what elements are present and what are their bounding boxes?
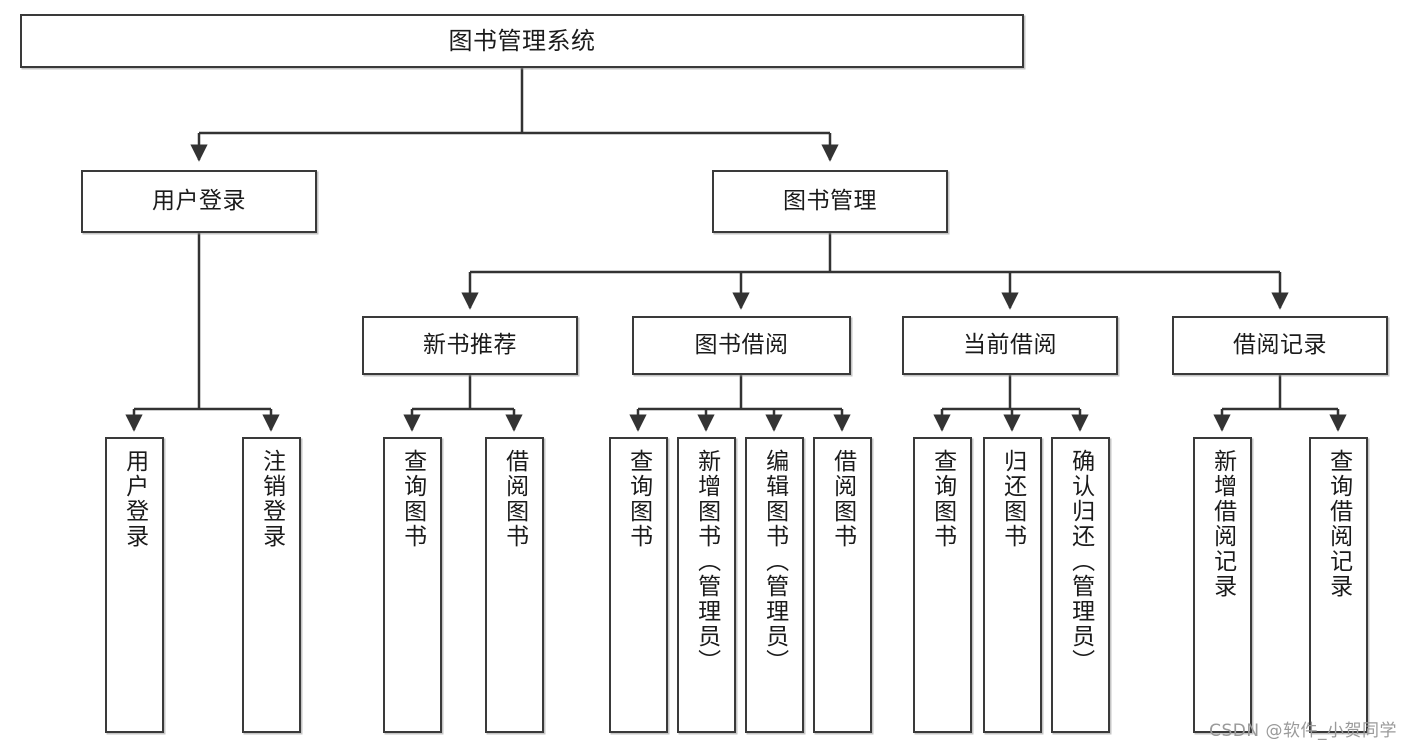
csdn-watermark: CSDN @软件_小贺同学: [1209, 721, 1397, 741]
leaf-new-book-borrow[interactable]: 借阅图书: [485, 437, 544, 733]
node-book-management[interactable]: 图书管理: [712, 170, 948, 233]
node-label: 确认归还（管理员）: [1067, 449, 1094, 674]
node-label: 图书管理系统: [448, 26, 596, 55]
leaf-user-login-signout[interactable]: 注销登录: [242, 437, 301, 733]
leaf-book-borrow-lend[interactable]: 借阅图书: [813, 437, 872, 733]
leaf-current-borrow-query[interactable]: 查询图书: [913, 437, 972, 733]
node-label: 查询借阅记录: [1325, 449, 1352, 599]
node-label: 归还图书: [999, 449, 1026, 549]
leaf-current-borrow-confirm[interactable]: 确认归还（管理员）: [1051, 437, 1110, 733]
leaf-borrow-record-query[interactable]: 查询借阅记录: [1309, 437, 1368, 733]
node-label: 借阅记录: [1233, 331, 1327, 358]
node-root-system[interactable]: 图书管理系统: [20, 14, 1024, 68]
leaf-user-login-signin[interactable]: 用户登录: [105, 437, 164, 733]
node-user-login[interactable]: 用户登录: [81, 170, 317, 233]
leaf-new-book-query[interactable]: 查询图书: [383, 437, 442, 733]
node-label: 新书推荐: [423, 331, 517, 358]
leaf-borrow-record-add[interactable]: 新增借阅记录: [1193, 437, 1252, 733]
node-label: 用户登录: [152, 187, 246, 214]
node-label: 新增借阅记录: [1209, 449, 1236, 599]
node-label: 注销登录: [258, 449, 285, 549]
leaf-book-borrow-query[interactable]: 查询图书: [609, 437, 668, 733]
node-label: 借阅图书: [501, 449, 528, 549]
node-label: 新增图书（管理员）: [693, 449, 720, 674]
leaf-book-borrow-add[interactable]: 新增图书（管理员）: [677, 437, 736, 733]
node-label: 查询图书: [399, 449, 426, 549]
node-label: 当前借阅: [963, 331, 1057, 358]
node-label: 图书借阅: [694, 331, 789, 358]
node-label: 查询图书: [625, 449, 652, 549]
node-current-borrow[interactable]: 当前借阅: [902, 316, 1118, 375]
leaf-current-borrow-return[interactable]: 归还图书: [983, 437, 1042, 733]
node-label: 图书管理: [783, 187, 877, 214]
node-label: 编辑图书（管理员）: [761, 449, 788, 674]
node-label: 查询图书: [929, 449, 956, 549]
leaf-book-borrow-edit[interactable]: 编辑图书（管理员）: [745, 437, 804, 733]
node-borrow-record[interactable]: 借阅记录: [1172, 316, 1388, 375]
node-new-book-recommend[interactable]: 新书推荐: [362, 316, 578, 375]
node-book-borrow[interactable]: 图书借阅: [632, 316, 851, 375]
node-label: 借阅图书: [829, 449, 856, 549]
node-label: 用户登录: [121, 449, 148, 549]
